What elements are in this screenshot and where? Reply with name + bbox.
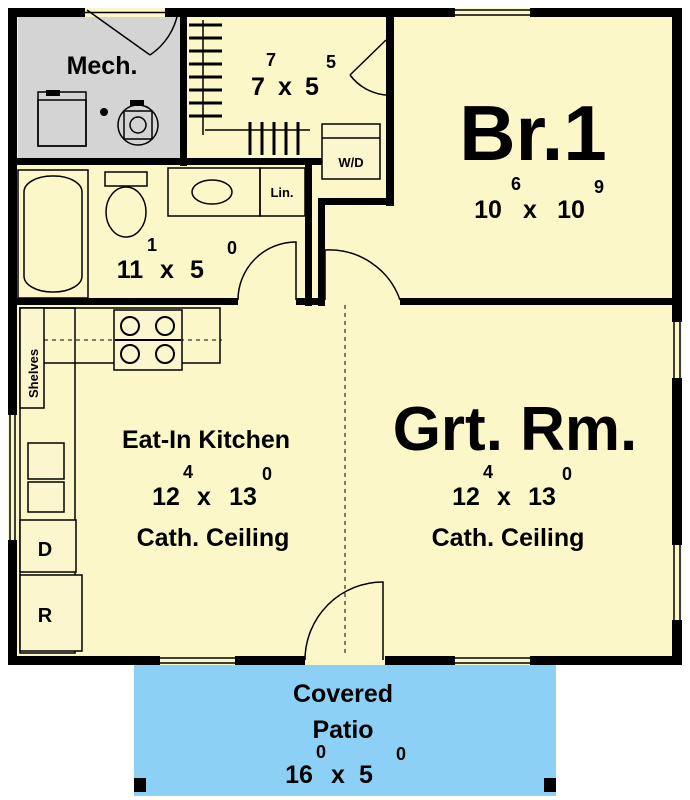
svg-text:x: x (160, 256, 174, 284)
svg-text:1: 1 (147, 235, 157, 255)
kitchen-label: Eat-In Kitchen (122, 426, 290, 454)
svg-text:5: 5 (190, 256, 204, 284)
svg-text:x: x (331, 761, 345, 789)
svg-text:4: 4 (183, 462, 193, 482)
kitchen-counters (19, 307, 221, 654)
bath-dimensions: 11 1 x 5 0 (117, 235, 237, 284)
svg-text:x: x (278, 73, 292, 101)
mech-room-floor (18, 16, 180, 158)
svg-text:12: 12 (452, 483, 480, 511)
closet-dimensions: 7 7 x 5 5 (251, 50, 336, 101)
patio-dimensions: 16 0 x 5 0 (285, 742, 406, 789)
svg-text:16: 16 (285, 761, 313, 789)
patio-label-line2: Patio (312, 716, 373, 744)
svg-text:7: 7 (251, 73, 265, 101)
washer-dryer-label: W/D (338, 155, 363, 170)
great-room-ceiling-note: Cath. Ceiling (432, 524, 585, 552)
mech-equipment (37, 90, 159, 147)
linen-closet-label: Lin. (270, 185, 293, 200)
interior-walls (10, 8, 678, 306)
kitchen-ceiling-note: Cath. Ceiling (137, 524, 290, 552)
svg-text:11: 11 (117, 256, 144, 284)
svg-text:10: 10 (474, 196, 502, 224)
svg-text:0: 0 (562, 464, 572, 484)
svg-text:0: 0 (262, 464, 272, 484)
svg-text:0: 0 (396, 744, 406, 764)
svg-text:7: 7 (266, 50, 276, 70)
washer-dryer (321, 123, 381, 180)
great-room-dimensions: 12 4 x 13 0 (452, 462, 572, 511)
bedroom-label: Br.1 (459, 89, 606, 177)
svg-text:x: x (497, 483, 511, 511)
covered-patio-floor (134, 664, 556, 796)
patio-posts (134, 778, 556, 792)
svg-text:5: 5 (305, 73, 319, 101)
svg-text:13: 13 (229, 483, 257, 511)
svg-text:4: 4 (483, 462, 493, 482)
dishwasher-label: D (38, 539, 52, 561)
mech-room-label: Mech. (67, 52, 138, 80)
patio-label-line1: Covered (293, 680, 393, 708)
svg-text:6: 6 (511, 174, 521, 194)
svg-text:10: 10 (557, 196, 585, 224)
svg-text:12: 12 (152, 483, 180, 511)
kitchen-dimensions: 12 4 x 13 0 (152, 462, 272, 511)
svg-text:13: 13 (528, 483, 556, 511)
closet-shelving (187, 20, 310, 155)
bath-fixtures (17, 167, 306, 299)
bedroom-dimensions: 10 6 x 10 9 (474, 174, 604, 224)
svg-text:5: 5 (359, 761, 373, 789)
door-swings (86, 9, 401, 661)
svg-text:5: 5 (326, 52, 336, 72)
exterior-openings (8, 8, 682, 665)
svg-text:x: x (523, 196, 537, 224)
svg-text:x: x (197, 483, 211, 511)
shelves-label: Shelves (26, 349, 41, 398)
svg-text:9: 9 (594, 177, 604, 197)
great-room-label: Grt. Rm. (393, 395, 638, 464)
svg-text:0: 0 (227, 238, 237, 258)
svg-text:0: 0 (316, 742, 326, 762)
refrigerator-label: R (38, 605, 53, 627)
